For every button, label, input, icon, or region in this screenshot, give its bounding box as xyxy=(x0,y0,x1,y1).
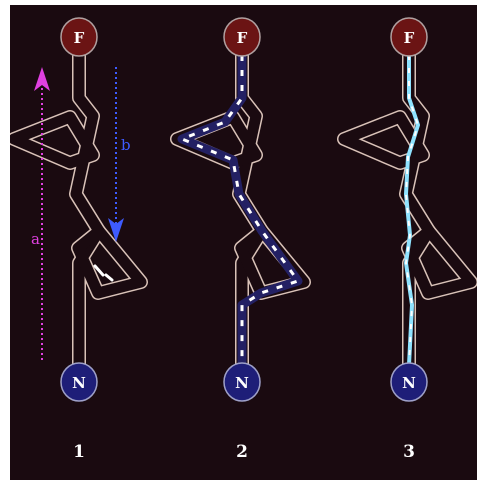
node-f: F xyxy=(60,17,98,57)
node-n-label: N xyxy=(72,374,86,392)
diagram-frame: a b F N 1 F xyxy=(10,5,477,480)
node-f: F xyxy=(390,17,428,57)
node-n-label: N xyxy=(402,374,416,392)
panel-number: 2 xyxy=(236,442,248,462)
panel-number: 3 xyxy=(403,442,415,462)
arrow-a: a xyxy=(31,67,50,360)
node-f-label: F xyxy=(74,29,85,47)
node-f-label: F xyxy=(404,29,415,47)
node-n-label: N xyxy=(235,374,249,392)
node-n: N xyxy=(60,362,98,402)
node-f-label: F xyxy=(237,29,248,47)
panel-2: F N 2 xyxy=(177,17,304,462)
track-network xyxy=(14,45,141,366)
diagram-canvas: a b F N 1 F xyxy=(10,17,477,462)
node-n: N xyxy=(223,362,261,402)
dash-mark xyxy=(104,273,114,282)
dash-mark xyxy=(93,264,105,277)
arrow-b-label: b xyxy=(121,136,131,154)
panel-number: 1 xyxy=(73,442,85,462)
arrow-a-label: a xyxy=(31,230,40,248)
arrow-b: b xyxy=(108,67,131,242)
node-f: F xyxy=(223,17,261,57)
node-n: N xyxy=(390,362,428,402)
panel-1: a b F N 1 xyxy=(14,17,141,462)
panel-3: F N 3 xyxy=(344,17,471,462)
